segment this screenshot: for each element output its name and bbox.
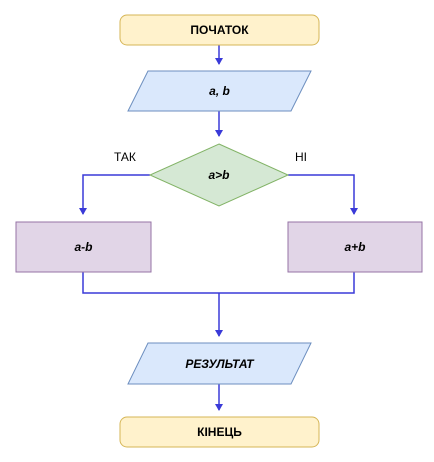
process-no-box: [287, 221, 423, 273]
edge-condition-yes: [79, 174, 150, 215]
edge-condition-no: [288, 174, 358, 215]
output-parallelogram: [127, 342, 312, 385]
end-terminal: [119, 416, 320, 448]
no-branch-label: НІ: [295, 150, 307, 164]
input-parallelogram: [127, 70, 312, 112]
start-terminal: [119, 14, 320, 46]
condition-diamond: [148, 143, 290, 207]
yes-branch-label: ТАК: [114, 150, 136, 164]
edge-merge: [82, 272, 355, 294]
process-yes-box: [15, 221, 152, 273]
